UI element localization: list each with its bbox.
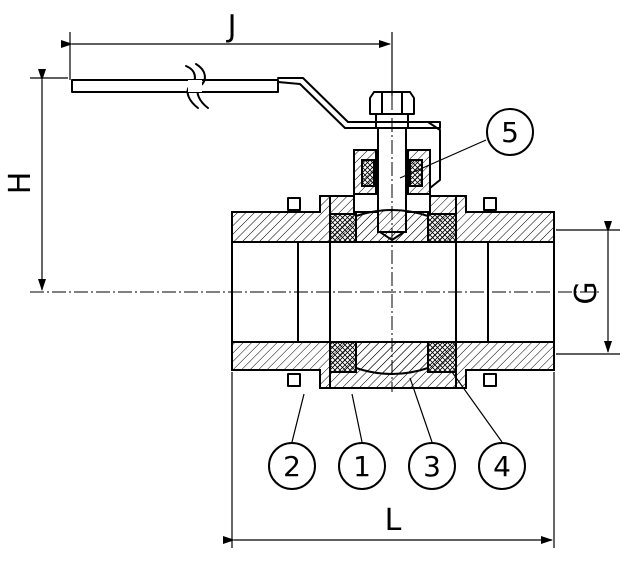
dimension-j-label: J — [226, 9, 237, 44]
balloon-3-label: 3 — [423, 450, 441, 483]
dimension-g-label: G — [569, 281, 604, 304]
balloon-2: 2 — [268, 393, 316, 490]
balloon-1: 1 — [338, 393, 386, 490]
balloon-1-label: 1 — [353, 450, 371, 483]
balloon-4: 4 — [451, 371, 526, 490]
dimension-h-label: H — [3, 172, 38, 195]
valve-body — [231, 195, 555, 389]
balloon-3: 3 — [408, 377, 456, 490]
dimension-l: L — [223, 372, 555, 548]
balloon-4-label: 4 — [493, 450, 511, 483]
dimension-g: G — [556, 221, 620, 355]
balloon-2-label: 2 — [283, 450, 301, 483]
lever-handle — [71, 63, 441, 189]
balloon-5-label: 5 — [501, 116, 519, 149]
dimension-h: H — [3, 69, 68, 291]
dimension-j: J — [61, 9, 393, 96]
dimension-l-label: L — [385, 503, 402, 538]
balloon-5: 5 — [399, 108, 534, 179]
